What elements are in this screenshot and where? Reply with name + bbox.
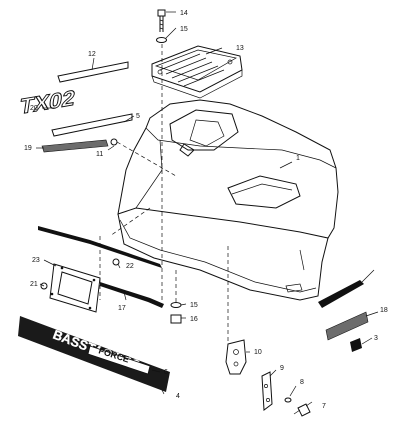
callout-15-top: 15	[180, 26, 188, 33]
decal-18	[325, 311, 369, 341]
decal-2	[318, 280, 364, 308]
model-decal: TX02	[18, 85, 77, 119]
callout-1: 1	[296, 155, 300, 162]
latch-bracket	[225, 246, 247, 375]
callout-12: 12	[88, 51, 96, 58]
screw-7	[293, 403, 311, 417]
callout-8: 8	[300, 379, 304, 386]
callout-23: 23	[32, 257, 40, 264]
model-decal-text: TX02	[18, 86, 76, 119]
callout-labels: 1 3 4 5 6 7 8 9 10 11 12 13 14 15 15 16 …	[24, 10, 388, 410]
callout-20: 20	[30, 105, 38, 112]
top-plate	[151, 45, 243, 99]
callout-9: 9	[280, 365, 284, 372]
callout-7: 7	[322, 403, 326, 410]
assembly-line-b	[109, 207, 151, 237]
decal-3	[350, 338, 362, 352]
callout-11: 11	[96, 151, 103, 158]
callout-22: 22	[126, 263, 134, 270]
callout-16: 16	[190, 316, 198, 323]
leader-lines	[36, 11, 379, 407]
callout-21: 21	[30, 281, 38, 288]
decal-stripe-12	[57, 61, 129, 83]
screw-11	[110, 138, 177, 177]
callout-4: 4	[176, 393, 180, 400]
callout-19: 19	[24, 145, 32, 152]
callout-3: 3	[374, 335, 378, 342]
lower-fasteners	[170, 270, 182, 324]
top-bolt	[156, 9, 167, 300]
latch-lever	[261, 371, 273, 411]
callout-10: 10	[254, 349, 262, 356]
callout-6: 6	[164, 369, 168, 376]
callout-13: 13	[236, 45, 244, 52]
washer-8	[284, 397, 292, 403]
trim-strip	[38, 226, 164, 308]
callout-17: 17	[118, 305, 126, 312]
decal-stripe-5	[51, 113, 133, 137]
callout-18: 18	[380, 307, 388, 314]
callout-5: 5	[136, 113, 140, 120]
callout-14: 14	[180, 10, 188, 17]
decal-band-19	[41, 139, 109, 153]
screw-22	[112, 258, 120, 266]
callout-15-bottom: 15	[190, 302, 198, 309]
grille-frame	[49, 263, 101, 313]
screw-21	[40, 282, 48, 290]
